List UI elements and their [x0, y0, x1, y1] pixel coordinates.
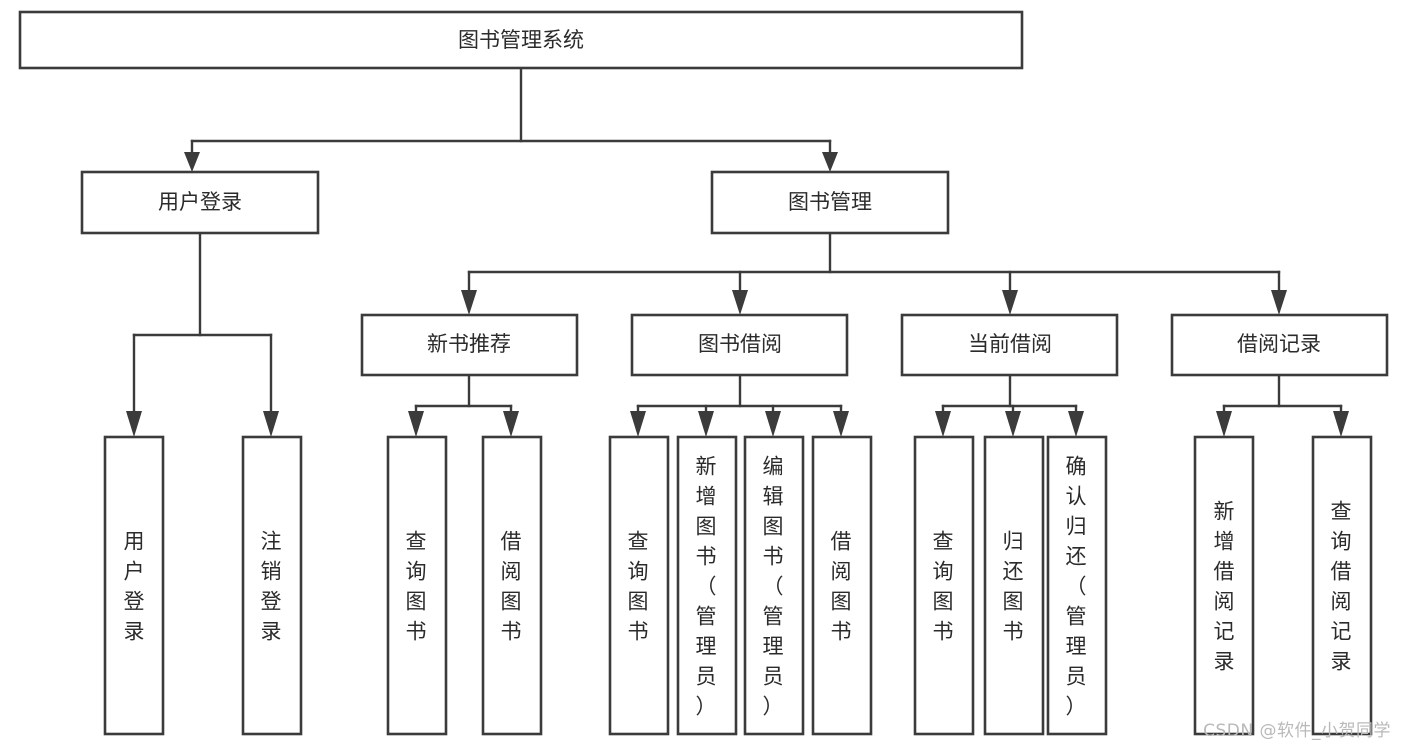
- arrowhead-borrow-record: [1271, 290, 1287, 315]
- node-leaf-query-book-2-label: 查询图书: [628, 529, 649, 643]
- node-leaf-return-book-box[interactable]: [983, 435, 1045, 736]
- node-book-borrow-box[interactable]: [630, 313, 849, 377]
- node-book-manage-label: 图书管理: [788, 190, 872, 214]
- arrowhead-current-borrow: [1002, 290, 1018, 315]
- node-leaf-user-logout[interactable]: 注销登录: [241, 435, 303, 736]
- node-root-label: 图书管理系统: [458, 28, 584, 52]
- node-leaf-confirm-return[interactable]: 确认归还（管理员）: [1046, 435, 1108, 736]
- node-leaf-add-book-label: 新增图书（管理员）: [696, 454, 717, 718]
- node-book-manage[interactable]: 图书管理: [710, 170, 950, 235]
- node-leaf-user-login-label: 用户登录: [124, 529, 145, 643]
- node-leaf-user-login[interactable]: 用户登录: [103, 435, 165, 736]
- node-leaf-borrow-book-1-label: 借阅图书: [501, 529, 522, 643]
- arrowhead-leaf-borrow-book-2: [833, 411, 849, 437]
- node-book-manage-box[interactable]: [710, 170, 950, 235]
- node-borrow-record[interactable]: 借阅记录: [1170, 313, 1389, 377]
- node-leaf-confirm-return-label: 确认归还（管理员）: [1066, 454, 1087, 718]
- arrowhead-leaf-user-login: [126, 411, 142, 437]
- node-root[interactable]: 图书管理系统: [18, 10, 1024, 70]
- node-leaf-query-book-1[interactable]: 查询图书: [386, 435, 448, 736]
- node-leaf-query-book-3-label: 查询图书: [933, 529, 954, 643]
- node-leaf-user-logout-label: 注销登录: [261, 529, 282, 643]
- arrowhead-leaf-query-book-2: [630, 411, 646, 437]
- node-user-login-label: 用户登录: [158, 190, 242, 214]
- node-leaf-query-record-box[interactable]: [1311, 435, 1373, 736]
- node-book-borrow[interactable]: 图书借阅: [630, 313, 849, 377]
- node-book-borrow-label: 图书借阅: [698, 332, 782, 356]
- node-current-borrow-box[interactable]: [900, 313, 1119, 377]
- node-leaf-edit-book-label: 编辑图书（管理员）: [763, 454, 784, 718]
- node-new-book-rec-box[interactable]: [360, 313, 579, 377]
- node-leaf-query-book-2-box[interactable]: [608, 435, 670, 736]
- node-leaf-edit-book-box[interactable]: [743, 435, 805, 736]
- node-leaf-query-book-3-box[interactable]: [913, 435, 975, 736]
- node-leaf-return-book[interactable]: 归还图书: [983, 435, 1045, 736]
- node-leaf-user-login-box[interactable]: [103, 435, 165, 736]
- node-leaf-query-book-1-box[interactable]: [386, 435, 448, 736]
- node-root-box[interactable]: [18, 10, 1024, 70]
- node-current-borrow-label: 当前借阅: [968, 332, 1052, 356]
- node-new-book-rec[interactable]: 新书推荐: [360, 313, 579, 377]
- node-new-book-rec-label: 新书推荐: [427, 332, 511, 356]
- arrowhead-leaf-borrow-book-1: [503, 411, 519, 437]
- node-leaf-borrow-book-1-box[interactable]: [481, 435, 543, 736]
- node-leaf-borrow-book-1[interactable]: 借阅图书: [481, 435, 543, 736]
- node-leaf-query-record[interactable]: 查询借阅记录: [1311, 435, 1373, 736]
- arrowhead-book-borrow: [732, 290, 748, 315]
- node-leaf-user-logout-box[interactable]: [241, 435, 303, 736]
- node-current-borrow[interactable]: 当前借阅: [900, 313, 1119, 377]
- node-leaf-add-book[interactable]: 新增图书（管理员）: [676, 435, 738, 736]
- arrowhead-user-login: [184, 152, 200, 172]
- node-leaf-edit-book[interactable]: 编辑图书（管理员）: [743, 435, 805, 736]
- node-borrow-record-box[interactable]: [1170, 313, 1389, 377]
- arrowhead-leaf-add-book: [698, 411, 714, 437]
- arrowhead-new-book-rec: [461, 290, 477, 315]
- node-leaf-query-book-3[interactable]: 查询图书: [913, 435, 975, 736]
- node-leaf-add-record-label: 新增借阅记录: [1214, 499, 1235, 673]
- arrowhead-leaf-add-record: [1216, 411, 1232, 437]
- connector-layer: [126, 66, 1349, 437]
- node-leaf-borrow-book-2-box[interactable]: [811, 435, 873, 736]
- arrowhead-leaf-query-book-3: [935, 411, 951, 437]
- node-leaf-confirm-return-box[interactable]: [1046, 435, 1108, 736]
- node-leaf-add-book-box[interactable]: [676, 435, 738, 736]
- node-leaf-add-record-box[interactable]: [1193, 435, 1255, 736]
- arrowhead-book-manage: [822, 152, 838, 172]
- node-user-login[interactable]: 用户登录: [80, 170, 320, 235]
- node-leaf-query-record-label: 查询借阅记录: [1331, 499, 1352, 673]
- arrowhead-leaf-return-book: [1005, 411, 1021, 437]
- node-leaf-borrow-book-2[interactable]: 借阅图书: [811, 435, 873, 736]
- arrowhead-leaf-edit-book: [765, 411, 781, 437]
- node-leaf-add-record[interactable]: 新增借阅记录: [1193, 435, 1255, 736]
- node-leaf-return-book-label: 归还图书: [1003, 529, 1024, 643]
- arrowhead-leaf-query-book-1: [408, 411, 424, 437]
- node-leaf-borrow-book-2-label: 借阅图书: [831, 529, 852, 643]
- node-leaf-query-book-1-label: 查询图书: [406, 529, 427, 643]
- node-borrow-record-label: 借阅记录: [1237, 332, 1321, 356]
- node-leaf-query-book-2[interactable]: 查询图书: [608, 435, 670, 736]
- node-user-login-box[interactable]: [80, 170, 320, 235]
- arrowhead-leaf-user-logout: [263, 411, 279, 437]
- arrowhead-leaf-confirm-return: [1068, 411, 1084, 437]
- arrowhead-leaf-query-record: [1333, 411, 1349, 437]
